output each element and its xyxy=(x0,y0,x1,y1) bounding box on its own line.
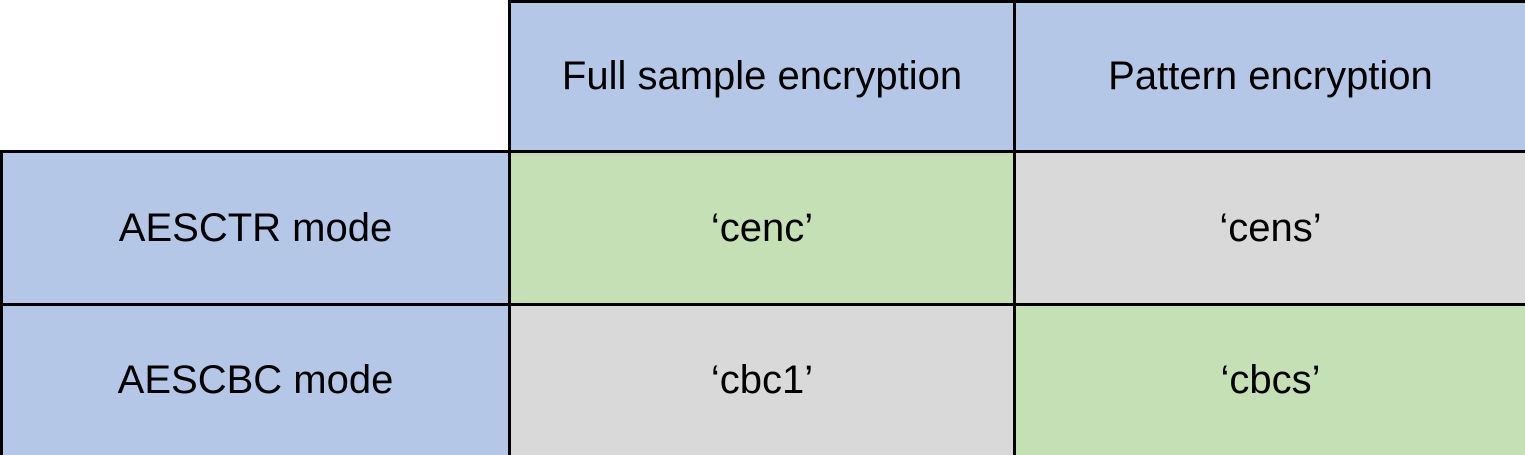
table-row-aesctr: AESCTR mode ‘cenc’ ‘cens’ xyxy=(0,150,1525,306)
column-header-pattern-encryption: Pattern encryption xyxy=(1013,0,1525,153)
row-header-aescbc-mode: AESCBC mode xyxy=(0,303,511,455)
header-row: Full sample encryption Pattern encryptio… xyxy=(1,0,1525,153)
row-header-aesctr-mode: AESCTR mode xyxy=(0,150,511,306)
column-header-full-sample-encryption: Full sample encryption xyxy=(508,0,1016,153)
cell-aescbc-full-sample-cbc1: ‘cbc1’ xyxy=(508,303,1016,455)
table-row-aescbc: AESCBC mode ‘cbc1’ ‘cbcs’ xyxy=(0,303,1525,455)
cell-aescbc-pattern-cbcs: ‘cbcs’ xyxy=(1013,303,1525,455)
corner-cell xyxy=(1,1,510,152)
cell-aesctr-full-sample-cenc: ‘cenc’ xyxy=(508,150,1016,306)
cell-aesctr-pattern-cens: ‘cens’ xyxy=(1013,150,1525,306)
